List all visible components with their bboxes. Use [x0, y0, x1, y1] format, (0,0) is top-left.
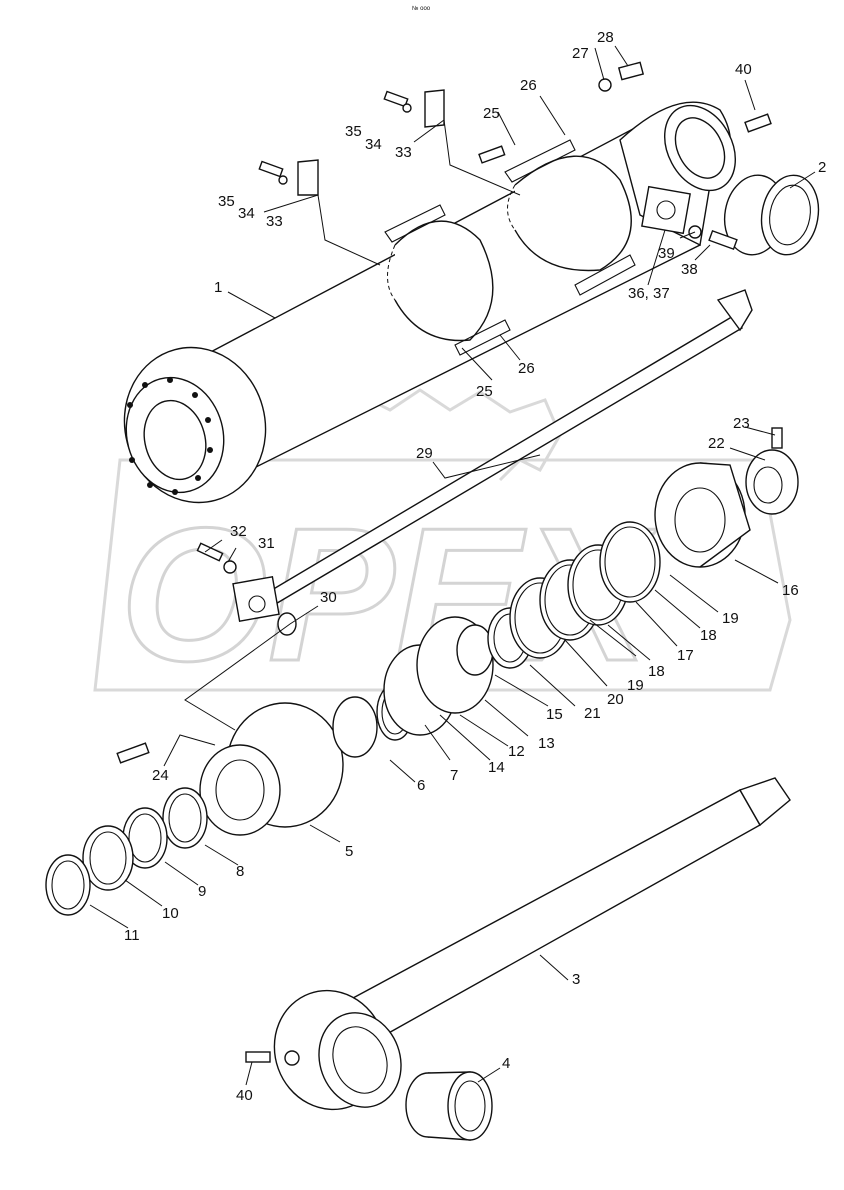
- label-25b: 25: [483, 105, 500, 122]
- label-35b: 35: [345, 123, 362, 140]
- label-34a: 34: [238, 205, 255, 222]
- label-14: 14: [488, 759, 505, 776]
- label-19b: 19: [722, 610, 739, 627]
- label-7: 7: [450, 767, 458, 784]
- label-8: 8: [236, 863, 244, 880]
- bushing-2: [723, 174, 820, 256]
- label-36-37: 36, 37: [628, 285, 670, 302]
- set-screw: [771, 427, 783, 449]
- leader-lines: [89, 45, 816, 1086]
- label-23: 23: [733, 415, 750, 432]
- part-labels: 1 2 3 4 5 6 7 8 9 10 11 12 13 14 15 16 1…: [124, 29, 826, 1104]
- label-25a: 25: [476, 383, 493, 400]
- label-29: 29: [416, 445, 433, 462]
- flange-bolt-holes: [127, 377, 213, 495]
- label-40a: 40: [735, 61, 752, 78]
- label-15: 15: [546, 706, 563, 723]
- label-16: 16: [782, 582, 799, 599]
- label-27: 27: [572, 45, 589, 62]
- label-38: 38: [681, 261, 698, 278]
- rod-seals: [45, 787, 208, 916]
- label-5: 5: [345, 843, 353, 860]
- label-39: 39: [658, 245, 675, 262]
- label-12: 12: [508, 743, 525, 760]
- label-24: 24: [152, 767, 169, 784]
- label-11: 11: [124, 927, 140, 944]
- label-26a: 26: [518, 360, 535, 377]
- label-33b: 33: [395, 144, 412, 161]
- label-30: 30: [320, 589, 337, 606]
- piston: [654, 462, 751, 568]
- bushing-4: [405, 1071, 493, 1141]
- lock-nut: [745, 449, 799, 515]
- label-2: 2: [818, 159, 826, 176]
- fasteners: [116, 61, 772, 1063]
- label-17: 17: [677, 647, 694, 664]
- label-19a: 19: [627, 677, 644, 694]
- label-40b: 40: [236, 1087, 253, 1104]
- label-22: 22: [708, 435, 725, 452]
- label-10: 10: [162, 905, 179, 922]
- label-34b: 34: [365, 136, 382, 153]
- cylinder-tube: [123, 101, 736, 504]
- label-1: 1: [214, 279, 222, 296]
- pipe-assembly: [196, 289, 753, 636]
- seal-set: [332, 521, 661, 758]
- label-31: 31: [258, 535, 275, 552]
- label-9: 9: [198, 883, 206, 900]
- label-4: 4: [502, 1055, 510, 1072]
- label-20: 20: [607, 691, 624, 708]
- tiny-code: № ooo: [412, 5, 431, 12]
- label-21: 21: [584, 705, 601, 722]
- label-3: 3: [572, 971, 580, 988]
- label-28: 28: [597, 29, 614, 46]
- piston-rod: [273, 777, 791, 1111]
- label-33a: 33: [266, 213, 283, 230]
- rod-head: [199, 702, 344, 836]
- label-35a: 35: [218, 193, 235, 210]
- label-18a: 18: [648, 663, 665, 680]
- label-6: 6: [417, 777, 425, 794]
- label-32: 32: [230, 523, 247, 540]
- label-18b: 18: [700, 627, 717, 644]
- label-26b: 26: [520, 77, 537, 94]
- label-13: 13: [538, 735, 555, 752]
